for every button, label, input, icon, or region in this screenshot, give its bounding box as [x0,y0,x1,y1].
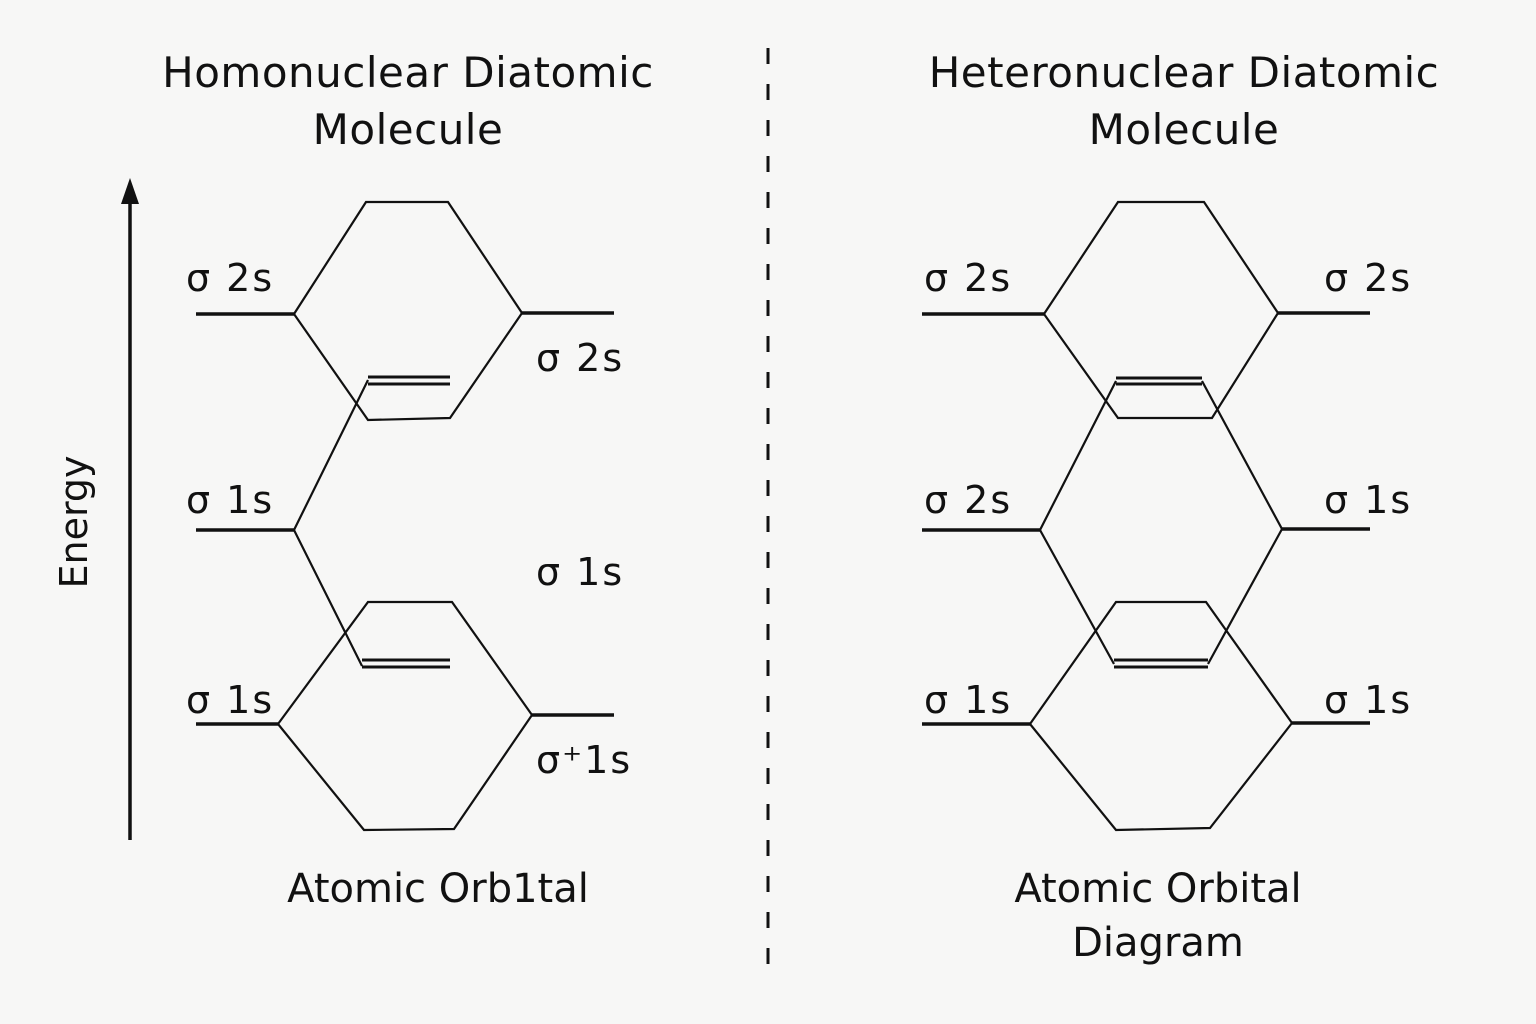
label-left-middle: σ 1s [186,478,275,522]
right-panel-title: Heteronuclear Diatomic Molecule [864,44,1504,158]
right-title-line1: Heteronuclear Diatomic [928,48,1440,97]
upper-antibonding-line-r [1043,200,1279,315]
label-r-left-upper: σ 2s [924,256,1013,300]
label-r-left-lower: σ 1s [924,678,1013,722]
middle-left-line-r [1038,380,1117,665]
left-panel-title: Homonuclear Diatomic Molecule [88,44,728,158]
upper-bonding-line-r [1043,312,1279,420]
energy-axis-label: Energy [52,455,96,589]
label-r-right-middle: σ 1s [1324,478,1413,522]
label-right-upper: σ 2s [536,336,625,380]
upper-bonding-line [293,312,523,422]
upper-antibonding-line [293,200,523,315]
label-center-middle: σ 1s [536,550,625,594]
lower-antibonding-line [277,600,533,725]
label-left-upper: σ 2s [186,256,275,300]
left-panel-footer: Atomic Orb1tal [287,866,589,912]
label-right-lower: σ⁺1s [536,738,633,782]
right-footer-line2: Diagram [1072,920,1244,966]
right-footer-line1: Atomic Orbital [1014,866,1302,912]
middle-connector-line [292,379,369,667]
lower-bonding-line [277,714,533,832]
label-r-right-upper: σ 2s [1324,256,1413,300]
right-title-line2: Molecule [1088,105,1280,154]
middle-right-line-r [1201,380,1284,665]
left-title-line2: Molecule [312,105,504,154]
lower-bonding-line-r [1029,722,1293,832]
label-r-right-lower: σ 1s [1324,678,1413,722]
left-title-line1: Homonuclear Diatomic [162,48,654,97]
energy-axis-arrowhead [121,178,139,204]
label-left-lower: σ 1s [186,678,275,722]
label-r-left-middle: σ 2s [924,478,1013,522]
lower-antibonding-line-r [1029,600,1293,725]
right-panel-footer: Atomic Orbital Diagram [898,862,1418,970]
homonuclear-diagram [196,200,614,832]
heteronuclear-diagram [922,200,1370,832]
